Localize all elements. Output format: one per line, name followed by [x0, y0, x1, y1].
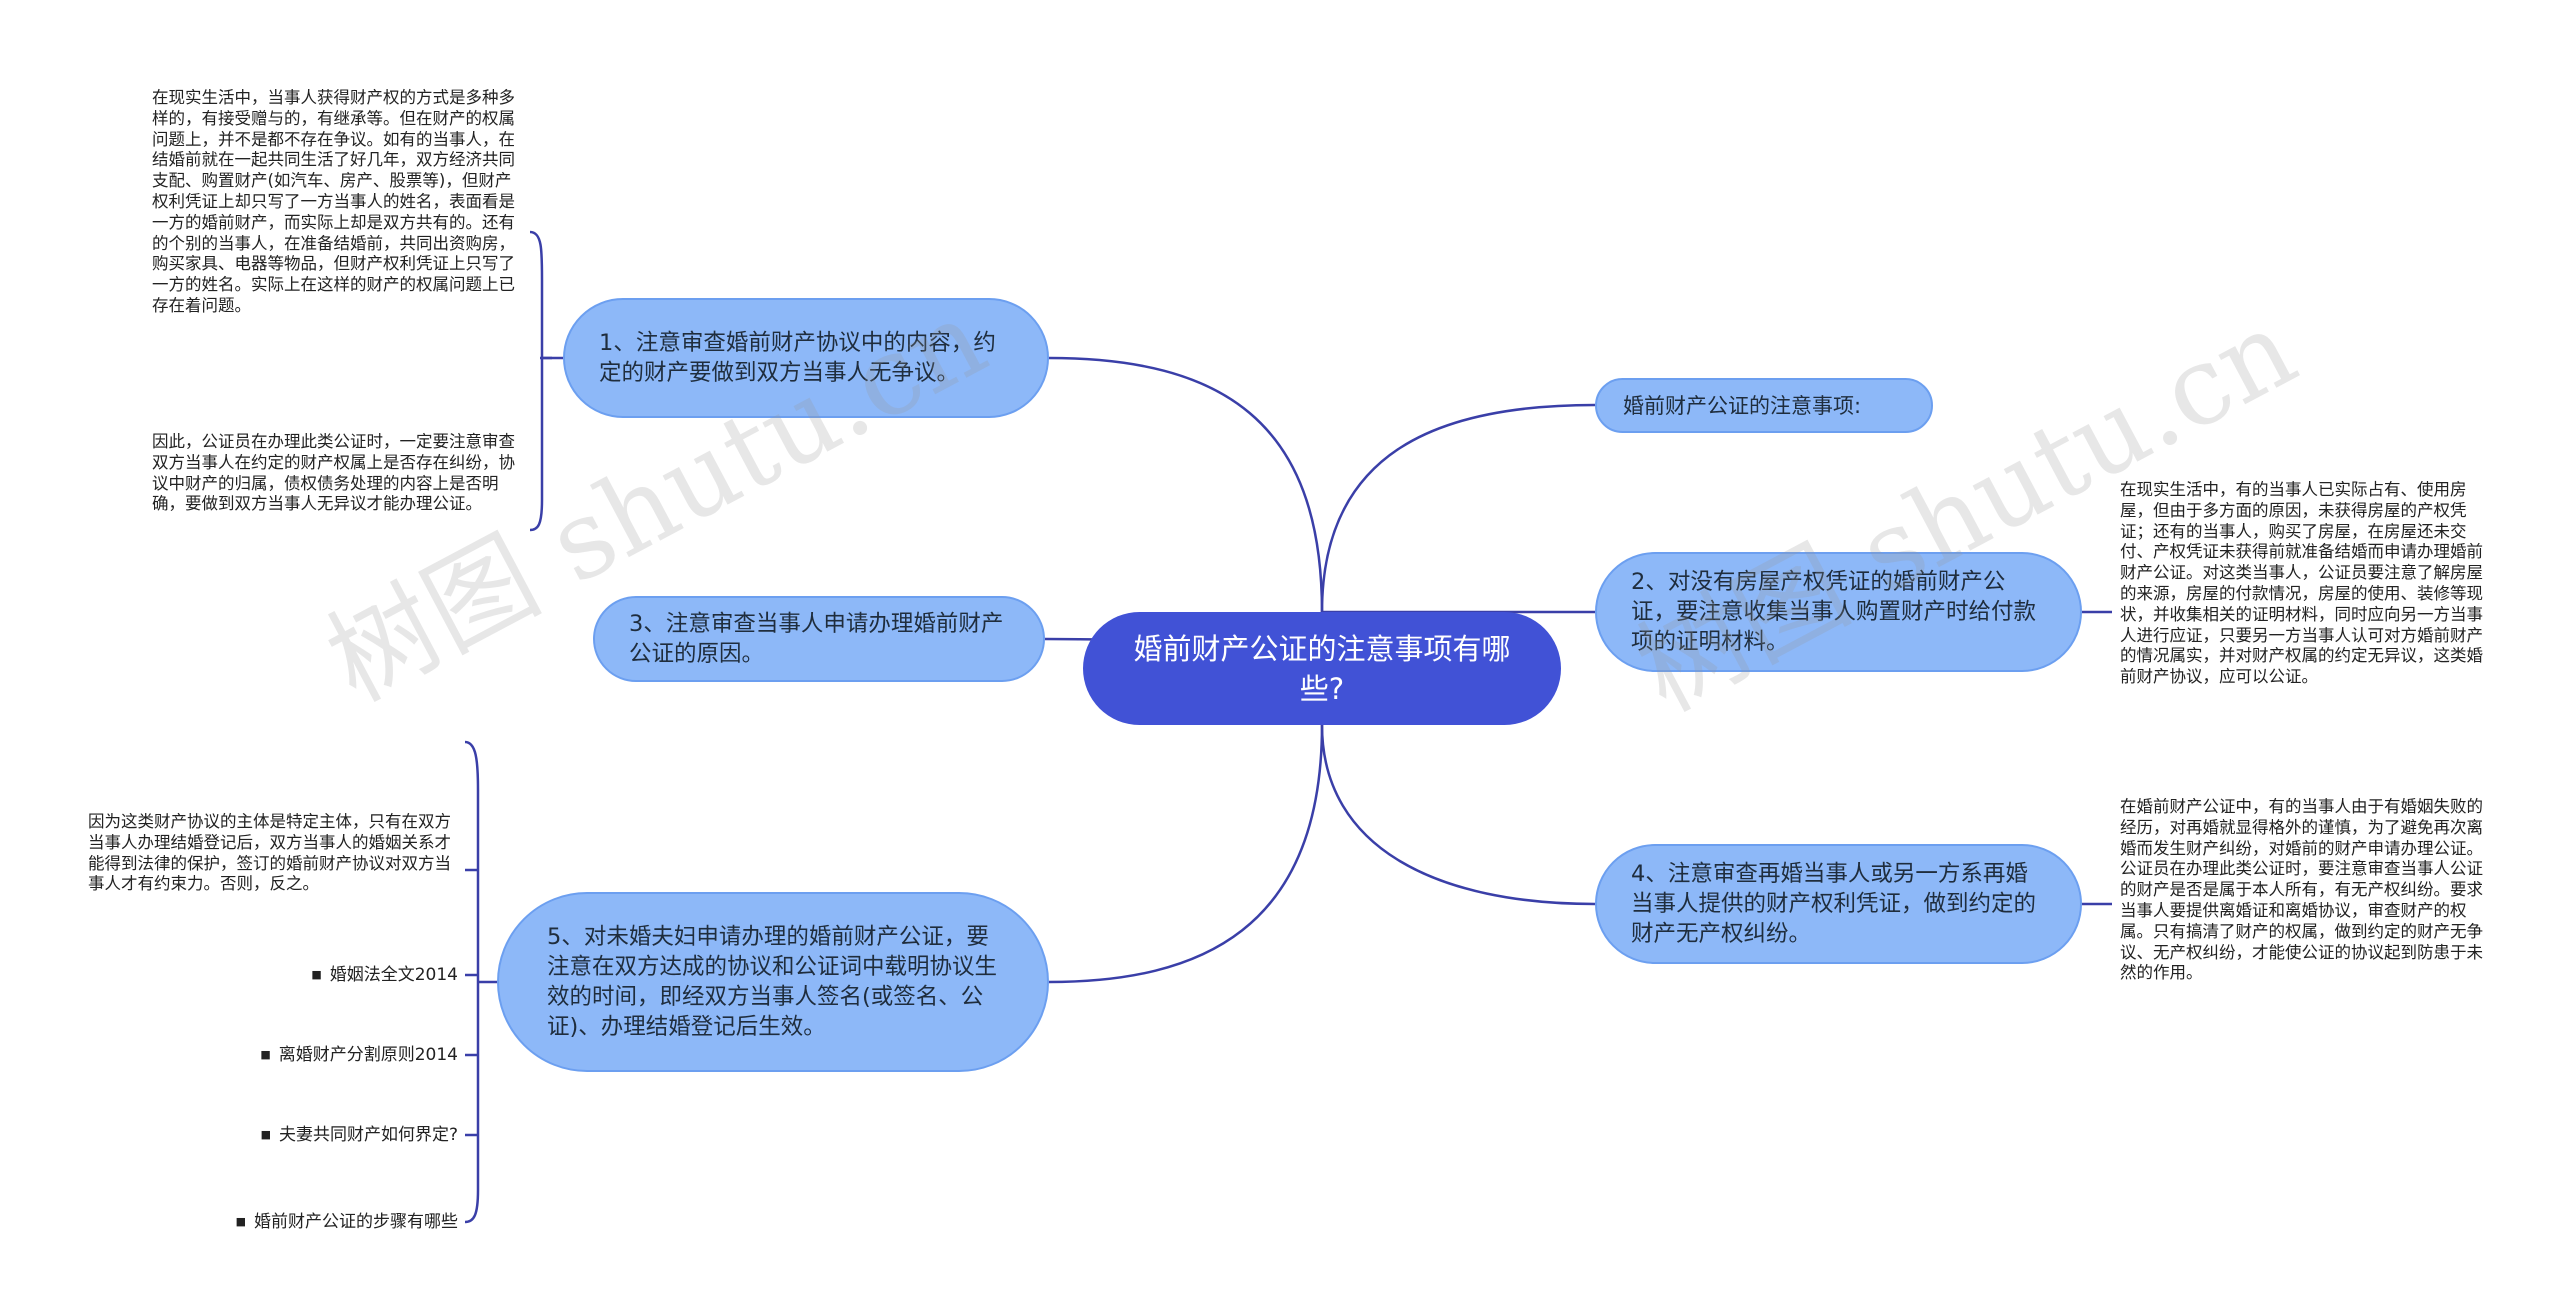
square-bullet-icon: ■: [311, 968, 322, 981]
link-item[interactable]: ■ 离婚财产分割原则2014: [260, 1044, 458, 1066]
central-topic-label: 婚前财产公证的注意事项有哪些?: [1133, 631, 1511, 706]
topic-1-label: 1、注意审查婚前财产协议中的内容，约定的财产要做到双方当事人无争议。: [599, 330, 996, 386]
topic-4-label: 4、注意审查再婚当事人或另一方系再婚当事人提供的财产权利凭证，做到约定的财产无产…: [1631, 861, 2037, 947]
note-topic-1-b: 因此，公证员在办理此类公证时，一定要注意审查双方当事人在约定的财产权属上是否存在…: [152, 432, 515, 514]
square-bullet-icon: ■: [235, 1215, 246, 1228]
topic-heading[interactable]: 婚前财产公证的注意事项:: [1595, 378, 1933, 433]
topic-1[interactable]: 1、注意审查婚前财产协议中的内容，约定的财产要做到双方当事人无争议。: [563, 298, 1049, 418]
note-topic-4: 在婚前财产公证中，有的当事人由于有婚姻失败的经历，对再婚就显得格外的谨慎，为了避…: [2120, 797, 2483, 983]
topic-5-label: 5、对未婚夫妇申请办理的婚前财产公证，要注意在双方达成的协议和公证词中载明协议生…: [547, 924, 998, 1040]
link-item-label: 离婚财产分割原则2014: [278, 1045, 458, 1065]
link-item[interactable]: ■ 婚姻法全文2014: [311, 964, 458, 986]
link-item-label: 婚姻法全文2014: [329, 965, 458, 985]
link-item[interactable]: ■ 婚前财产公证的步骤有哪些: [236, 1211, 458, 1233]
topic-3[interactable]: 3、注意审查当事人申请办理婚前财产公证的原因。: [593, 596, 1045, 682]
square-bullet-icon: ■: [260, 1048, 271, 1061]
connector-center-n4: [1320, 724, 1596, 906]
connector-center-n1: [1048, 356, 1324, 613]
topic-3-label: 3、注意审查当事人申请办理婚前财产公证的原因。: [629, 611, 1004, 667]
bracket-n1: [529, 230, 544, 532]
bracket-n5: [464, 740, 480, 1224]
link-item-label: 婚前财产公证的步骤有哪些: [254, 1212, 458, 1232]
central-topic[interactable]: 婚前财产公证的注意事项有哪些?: [1083, 612, 1561, 725]
note-topic-2: 在现实生活中，有的当事人已实际占有、使用房屋，但由于多方面的原因，未获得房屋的产…: [2120, 480, 2483, 687]
topic-2[interactable]: 2、对没有房屋产权凭证的婚前财产公证，要注意收集当事人购置财产时给付款项的证明材…: [1595, 552, 2082, 672]
topic-heading-label: 婚前财产公证的注意事项:: [1623, 393, 1862, 418]
note-topic-5: 因为这类财产协议的主体是特定主体，只有在双方当事人办理结婚登记后，双方当事人的婚…: [88, 812, 451, 894]
connector-center-n5: [1048, 724, 1324, 984]
connector-center-nt: [1320, 403, 1596, 613]
topic-5[interactable]: 5、对未婚夫妇申请办理的婚前财产公证，要注意在双方达成的协议和公证词中载明协议生…: [497, 892, 1049, 1072]
note-topic-1-a: 在现实生活中，当事人获得财产权的方式是多种多样的，有接受赠与的，有继承等。但在财…: [152, 88, 515, 315]
square-bullet-icon: ■: [260, 1128, 271, 1141]
link-item-label: 夫妻共同财产如何界定?: [278, 1125, 458, 1145]
link-item[interactable]: ■ 夫妻共同财产如何界定?: [261, 1124, 458, 1146]
topic-2-label: 2、对没有房屋产权凭证的婚前财产公证，要注意收集当事人购置财产时给付款项的证明材…: [1631, 569, 2037, 655]
topic-4[interactable]: 4、注意审查再婚当事人或另一方系再婚当事人提供的财产权利凭证，做到约定的财产无产…: [1595, 844, 2082, 964]
